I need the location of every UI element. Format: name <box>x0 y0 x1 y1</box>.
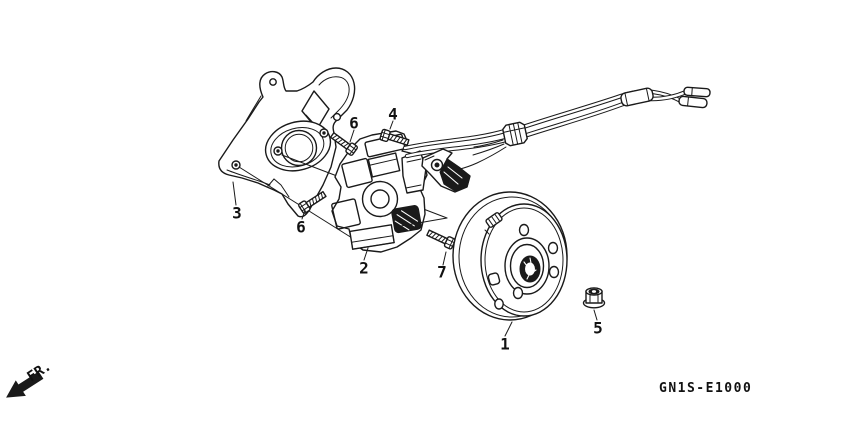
wire-terminal-upper <box>683 86 711 98</box>
assembly-line-arrow <box>400 217 448 227</box>
part-callout-1-0[interactable]: 1 <box>500 334 510 354</box>
part-callout-4-3[interactable]: 4 <box>388 104 398 124</box>
part-callout-6-6[interactable]: 6 <box>296 217 306 237</box>
wire-harness-drawing <box>402 86 711 193</box>
flange-nut-drawing <box>582 287 606 309</box>
diagram-code: GN1S-E1000 <box>659 381 753 396</box>
part-callout-7-7[interactable]: 7 <box>437 262 447 282</box>
harness-tape-wrap <box>620 87 654 107</box>
part-callout-6-5[interactable]: 6 <box>349 113 359 133</box>
part-callout-2-1[interactable]: 2 <box>359 258 369 278</box>
leader-lines <box>232 120 598 337</box>
bolt-7-drawing <box>425 227 457 251</box>
part-callout-5-4[interactable]: 5 <box>593 318 603 338</box>
flywheel-drawing <box>452 191 568 321</box>
part-callout-3-2[interactable]: 3 <box>232 203 242 223</box>
mounting-plate-drawing <box>218 67 356 218</box>
fr-direction-arrow: FR. <box>6 358 54 398</box>
wire-clamp-drawing <box>421 148 471 193</box>
wire-terminal-lower <box>678 95 708 109</box>
wire-grommet-clip <box>502 121 528 147</box>
stator-drawing <box>331 130 428 253</box>
